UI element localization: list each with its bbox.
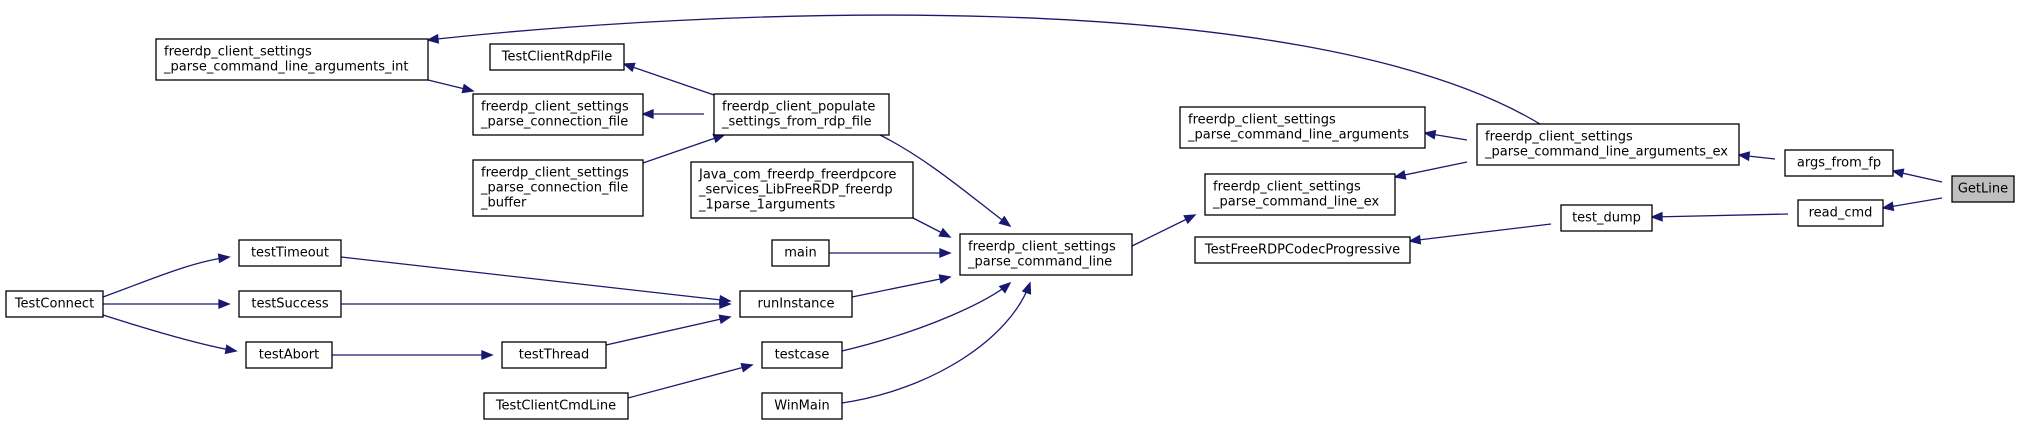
node-parse-cmdline-args-ex[interactable]: freerdp_client_settings_parse_command_li…: [1476, 123, 1740, 166]
node-parse-connection-file-buffer[interactable]: freerdp_client_settings_parse_connection…: [472, 159, 644, 217]
node-label: freerdp_client_settings: [1213, 180, 1361, 195]
node-label: test_dump: [1572, 211, 1641, 226]
node-label: _parse_connection_file: [480, 115, 628, 130]
node-test-success[interactable]: testSuccess: [238, 290, 342, 318]
node-label: Java_com_freerdp_freerdpcore: [698, 168, 896, 183]
node-test-connect[interactable]: TestConnect: [5, 290, 104, 318]
node-label: testThread: [519, 348, 589, 363]
edge-parse_cmdline_ex-to-parse_cmdline_args_ex: [1393, 161, 1468, 180]
edge-parse_cmdline_args_ex-to-args_from_fp: [1737, 151, 1776, 162]
edge-run_instance-to-parse_command_line: [851, 274, 952, 298]
node-label: freerdp_client_settings: [481, 166, 629, 181]
node-parse-command-line[interactable]: freerdp_client_settings_parse_command_li…: [959, 233, 1133, 276]
node-label: freerdp_client_settings: [1188, 113, 1336, 128]
edge-parse_cmdline_args-to-parse_cmdline_args_ex: [1423, 129, 1468, 141]
node-label: testSuccess: [251, 297, 329, 312]
node-label: freerdp_client_settings: [1485, 130, 1633, 145]
node-label: freerdp_client_settings: [968, 240, 1116, 255]
node-label: WinMain: [774, 399, 829, 414]
node-label: _buffer: [480, 196, 527, 211]
edge-test_connect-to-test_timeout: [102, 253, 231, 298]
edge-test_abort-to-test_thread: [332, 350, 494, 360]
node-populate-settings[interactable]: freerdp_client_populate_settings_from_rd…: [713, 93, 890, 136]
node-label: _settings_from_rdp_file: [721, 115, 872, 130]
node-winmain[interactable]: WinMain: [761, 392, 843, 420]
node-parse-cmdline-ex[interactable]: freerdp_client_settings_parse_command_li…: [1204, 173, 1396, 216]
node-label: _parse_command_line_arguments_ex: [1484, 145, 1728, 160]
node-label: _parse_connection_file: [480, 181, 628, 196]
node-parse-cmdline-args-int[interactable]: freerdp_client_settings_parse_command_li…: [155, 38, 429, 81]
node-label: _parse_command_line_arguments_int: [163, 60, 408, 75]
node-label: testAbort: [259, 348, 320, 363]
node-test-abort[interactable]: testAbort: [245, 341, 333, 369]
node-parse-connection-file[interactable]: freerdp_client_settings_parse_connection…: [472, 93, 644, 136]
node-label: main: [784, 246, 816, 261]
node-label: testTimeout: [251, 246, 329, 261]
edge-test_connect-to-test_success: [103, 299, 231, 309]
node-label: TestClientRdpFile: [501, 50, 613, 65]
node-label: _parse_command_line_arguments: [1187, 128, 1409, 143]
edge-codec_progressive-to-test_dump: [1408, 223, 1552, 245]
node-getline[interactable]: GetLine: [1951, 175, 2015, 203]
node-parse-cmdline-args[interactable]: freerdp_client_settings_parse_command_li…: [1179, 106, 1426, 149]
node-label: testcase: [775, 348, 830, 363]
node-test-client-cmdline[interactable]: TestClientCmdLine: [483, 392, 629, 420]
node-label: _parse_command_line: [967, 255, 1112, 270]
node-args-from-fp[interactable]: args_from_fp: [1784, 149, 1894, 177]
edge-parse_cmdline_args_int-to-parse_cmdline_args_ex: [426, 14, 1541, 125]
node-test-client-rdp-file[interactable]: TestClientRdpFile: [489, 43, 625, 71]
node-label: _services_LibFreeRDP_freerdp: [698, 183, 893, 198]
edge-winmain-to-parse_command_line: [841, 281, 1032, 404]
edge-java_parse_args-to-parse_command_line: [912, 217, 952, 238]
edge-main-to-parse_command_line: [829, 248, 952, 258]
node-test-dump[interactable]: test_dump: [1560, 204, 1653, 232]
node-label: freerdp_client_settings: [481, 100, 629, 115]
edge-test_success-to-run_instance: [341, 299, 732, 309]
node-label: _1parse_1arguments: [698, 198, 835, 213]
edge-test_timeout-to-run_instance: [340, 256, 732, 305]
node-label: _parse_command_line_ex: [1212, 195, 1379, 210]
node-label: read_cmd: [1809, 206, 1873, 221]
node-java-parse-args[interactable]: Java_com_freerdp_freerdpcore_services_Li…: [690, 161, 914, 219]
node-label: freerdp_client_populate: [722, 100, 875, 115]
node-test-timeout[interactable]: testTimeout: [238, 239, 342, 267]
edge-test_client_cmdline-to-testcase: [627, 362, 754, 399]
edge-test_thread-to-run_instance: [605, 314, 732, 346]
node-label: args_from_fp: [1797, 156, 1881, 171]
node-label: TestConnect: [14, 297, 94, 312]
node-test-thread[interactable]: testThread: [501, 341, 607, 369]
node-label: TestFreeRDPCodecProgressive: [1204, 243, 1400, 258]
node-label: TestClientCmdLine: [495, 399, 616, 414]
edge-test_dump-to-read_cmd: [1650, 211, 1789, 222]
node-testcase[interactable]: testcase: [761, 341, 843, 369]
edge-test_client_rdp_file-to-populate_settings: [622, 62, 715, 96]
edge-parse_connection_file_buffer-to-populate_settings: [642, 133, 726, 164]
edge-populate_settings-to-parse_command_line: [879, 134, 1012, 228]
edge-args_from_fp-to-getline: [1891, 168, 1943, 183]
edge-parse_connection_file-to-populate_settings: [641, 109, 704, 119]
node-label: freerdp_client_settings: [164, 45, 312, 60]
edge-parse_command_line-to-parse_cmdline_ex: [1131, 214, 1197, 247]
edge-read_cmd-to-getline: [1881, 197, 1943, 212]
node-label: GetLine: [1958, 182, 2008, 197]
edge-test_connect-to-test_abort: [102, 314, 238, 355]
node-run-instance[interactable]: runInstance: [739, 290, 853, 318]
node-label: runInstance: [757, 297, 834, 312]
node-read-cmd[interactable]: read_cmd: [1797, 199, 1884, 227]
edge-parse_cmdline_args_int-to-parse_connection_file: [427, 79, 475, 94]
node-codec-progressive[interactable]: TestFreeRDPCodecProgressive: [1194, 236, 1411, 264]
node-main[interactable]: main: [771, 239, 830, 267]
edge-testcase-to-parse_command_line: [841, 281, 1012, 352]
